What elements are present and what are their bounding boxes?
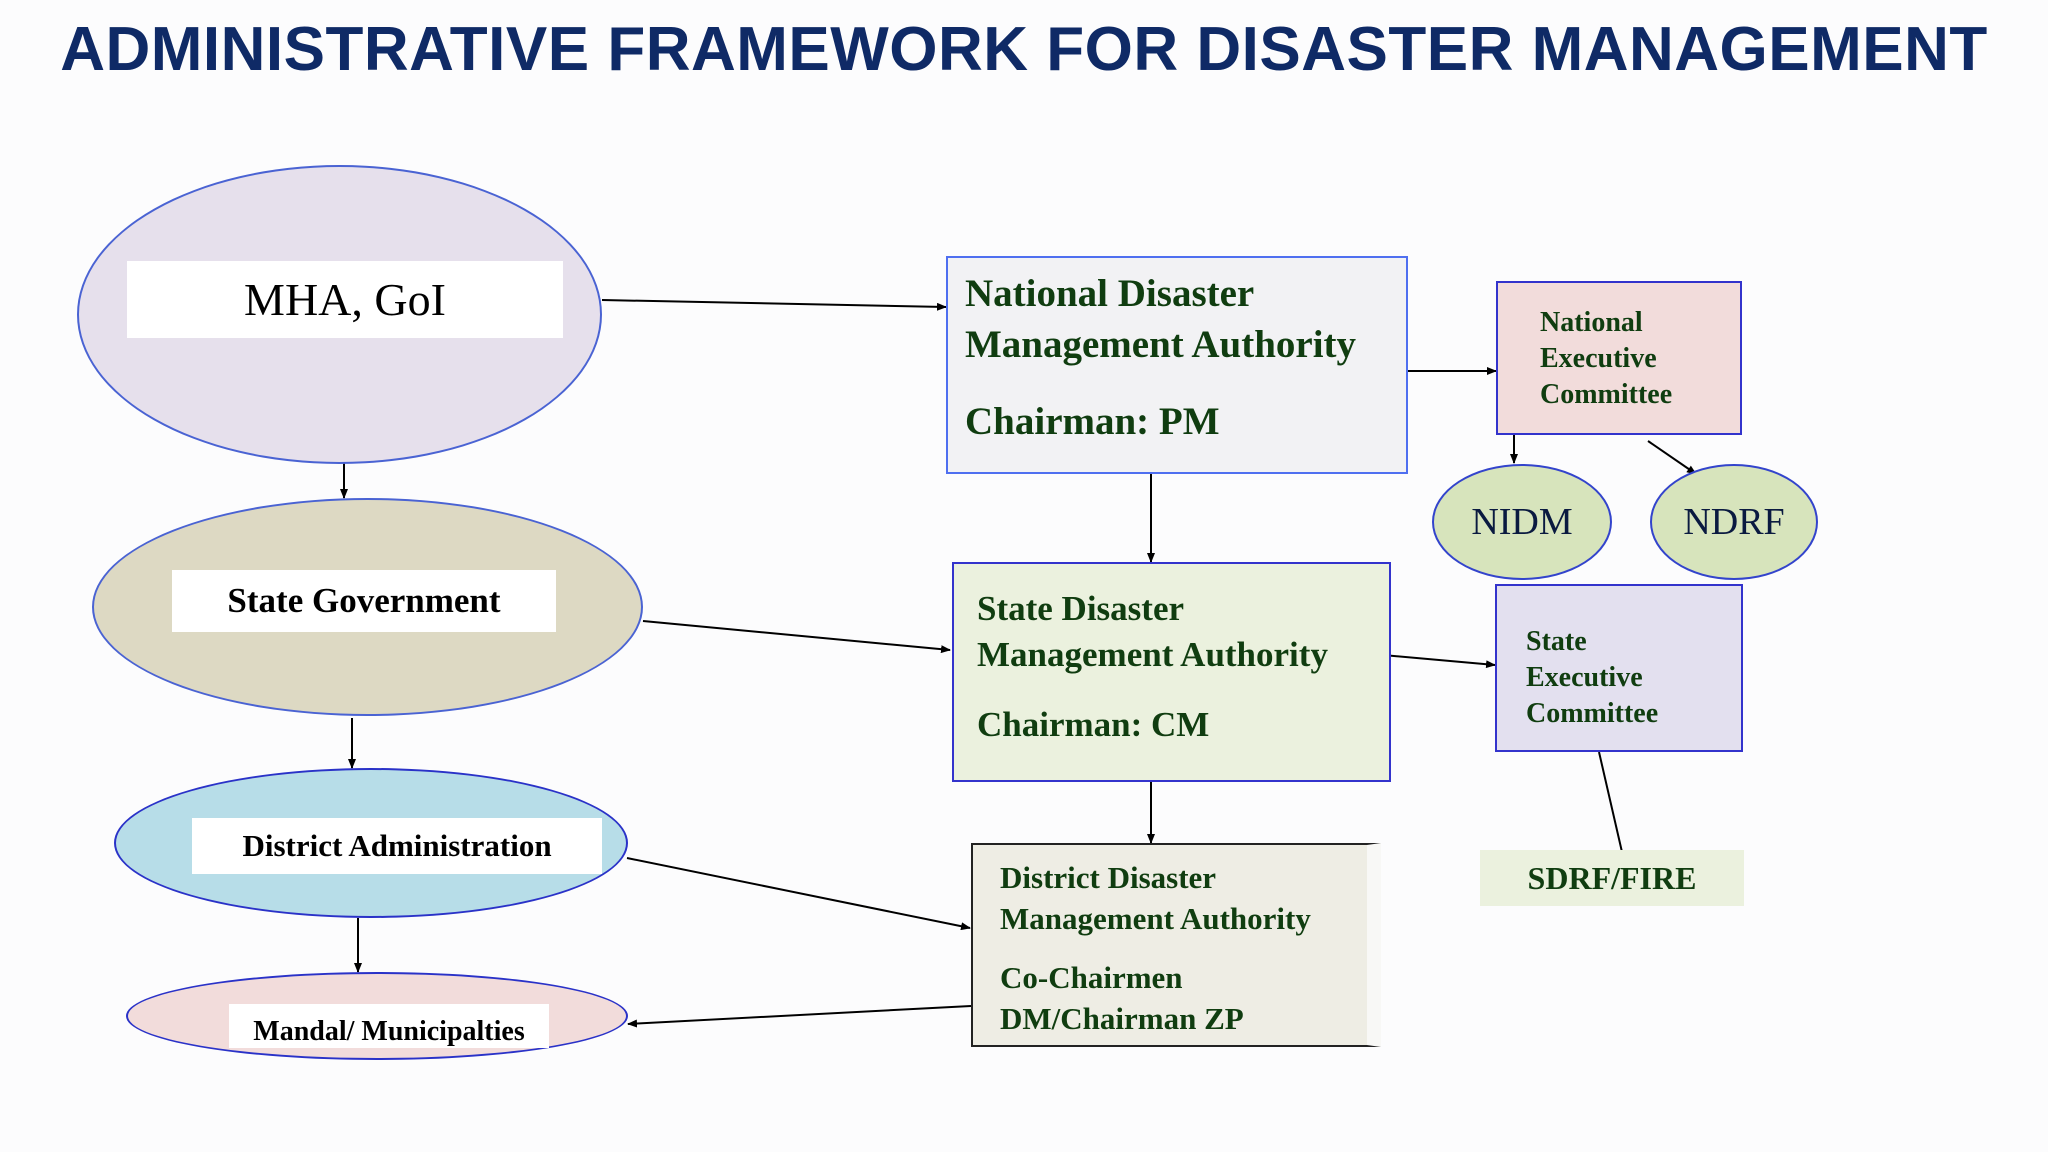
nec-line2: Executive xyxy=(1540,343,1657,374)
sec-line3: Committee xyxy=(1526,698,1659,729)
state-government-label: State Government xyxy=(172,570,556,632)
ndrf-label: NDRF xyxy=(1683,501,1785,543)
page-title: ADMINISTRATIVE FRAMEWORK FOR DISASTER MA… xyxy=(60,15,1988,84)
sec-box: State Executive Committee xyxy=(1495,584,1743,752)
ddma-chairmen-label: Co-Chairmen xyxy=(1000,960,1183,995)
sdma-chairman: Chairman: CM xyxy=(977,705,1210,744)
sec-line1: State xyxy=(1526,626,1587,657)
sdma-box: State Disaster Management Authority Chai… xyxy=(952,562,1391,782)
nec-line3: Committee xyxy=(1540,379,1673,410)
arrow-district-to-ddma xyxy=(626,857,971,931)
ddma-title-line2: Management Authority xyxy=(1000,901,1311,936)
line-sec-to-sdrf xyxy=(1598,751,1623,853)
arrow-nec-to-ndrf xyxy=(1647,440,1697,475)
ddma-title-line1: District Disaster xyxy=(1000,860,1217,895)
ndma-box: National Disaster Management Authority C… xyxy=(946,256,1408,474)
nidm-label: NIDM xyxy=(1471,501,1573,543)
arrow-ddma-to-mandal xyxy=(627,1005,972,1028)
ndrf-ellipse xyxy=(1650,464,1818,580)
arrow-sdma-to-sec xyxy=(1382,654,1496,669)
ddma-chairmen-names: DM/Chairman ZP xyxy=(1000,1001,1244,1036)
sdrf-fire-label: SDRF/FIRE xyxy=(1527,860,1697,896)
mha-label: MHA, GoI xyxy=(127,261,563,338)
sdrf-fire-box: SDRF/FIRE xyxy=(1480,850,1744,906)
ddma-box: District Disaster Management Authority C… xyxy=(971,843,1381,1047)
sdma-title-line2: Management Authority xyxy=(977,635,1328,674)
arrow-mha-to-ndma xyxy=(601,299,947,311)
ndma-chairman: Chairman: PM xyxy=(965,400,1220,443)
nec-box: National Executive Committee xyxy=(1496,281,1742,435)
ndma-title-line1: National Disaster xyxy=(965,272,1255,315)
sec-line2: Executive xyxy=(1526,662,1643,693)
ndma-title-line2: Management Authority xyxy=(965,323,1357,366)
nidm-ellipse xyxy=(1432,464,1612,580)
district-administration-label: District Administration xyxy=(192,818,602,874)
sdma-title-line1: State Disaster xyxy=(977,589,1185,628)
arrow-state-to-sdma xyxy=(642,620,951,654)
nec-line1: National xyxy=(1540,307,1643,338)
mandal-label: Mandal/ Municipalties xyxy=(229,1004,549,1048)
